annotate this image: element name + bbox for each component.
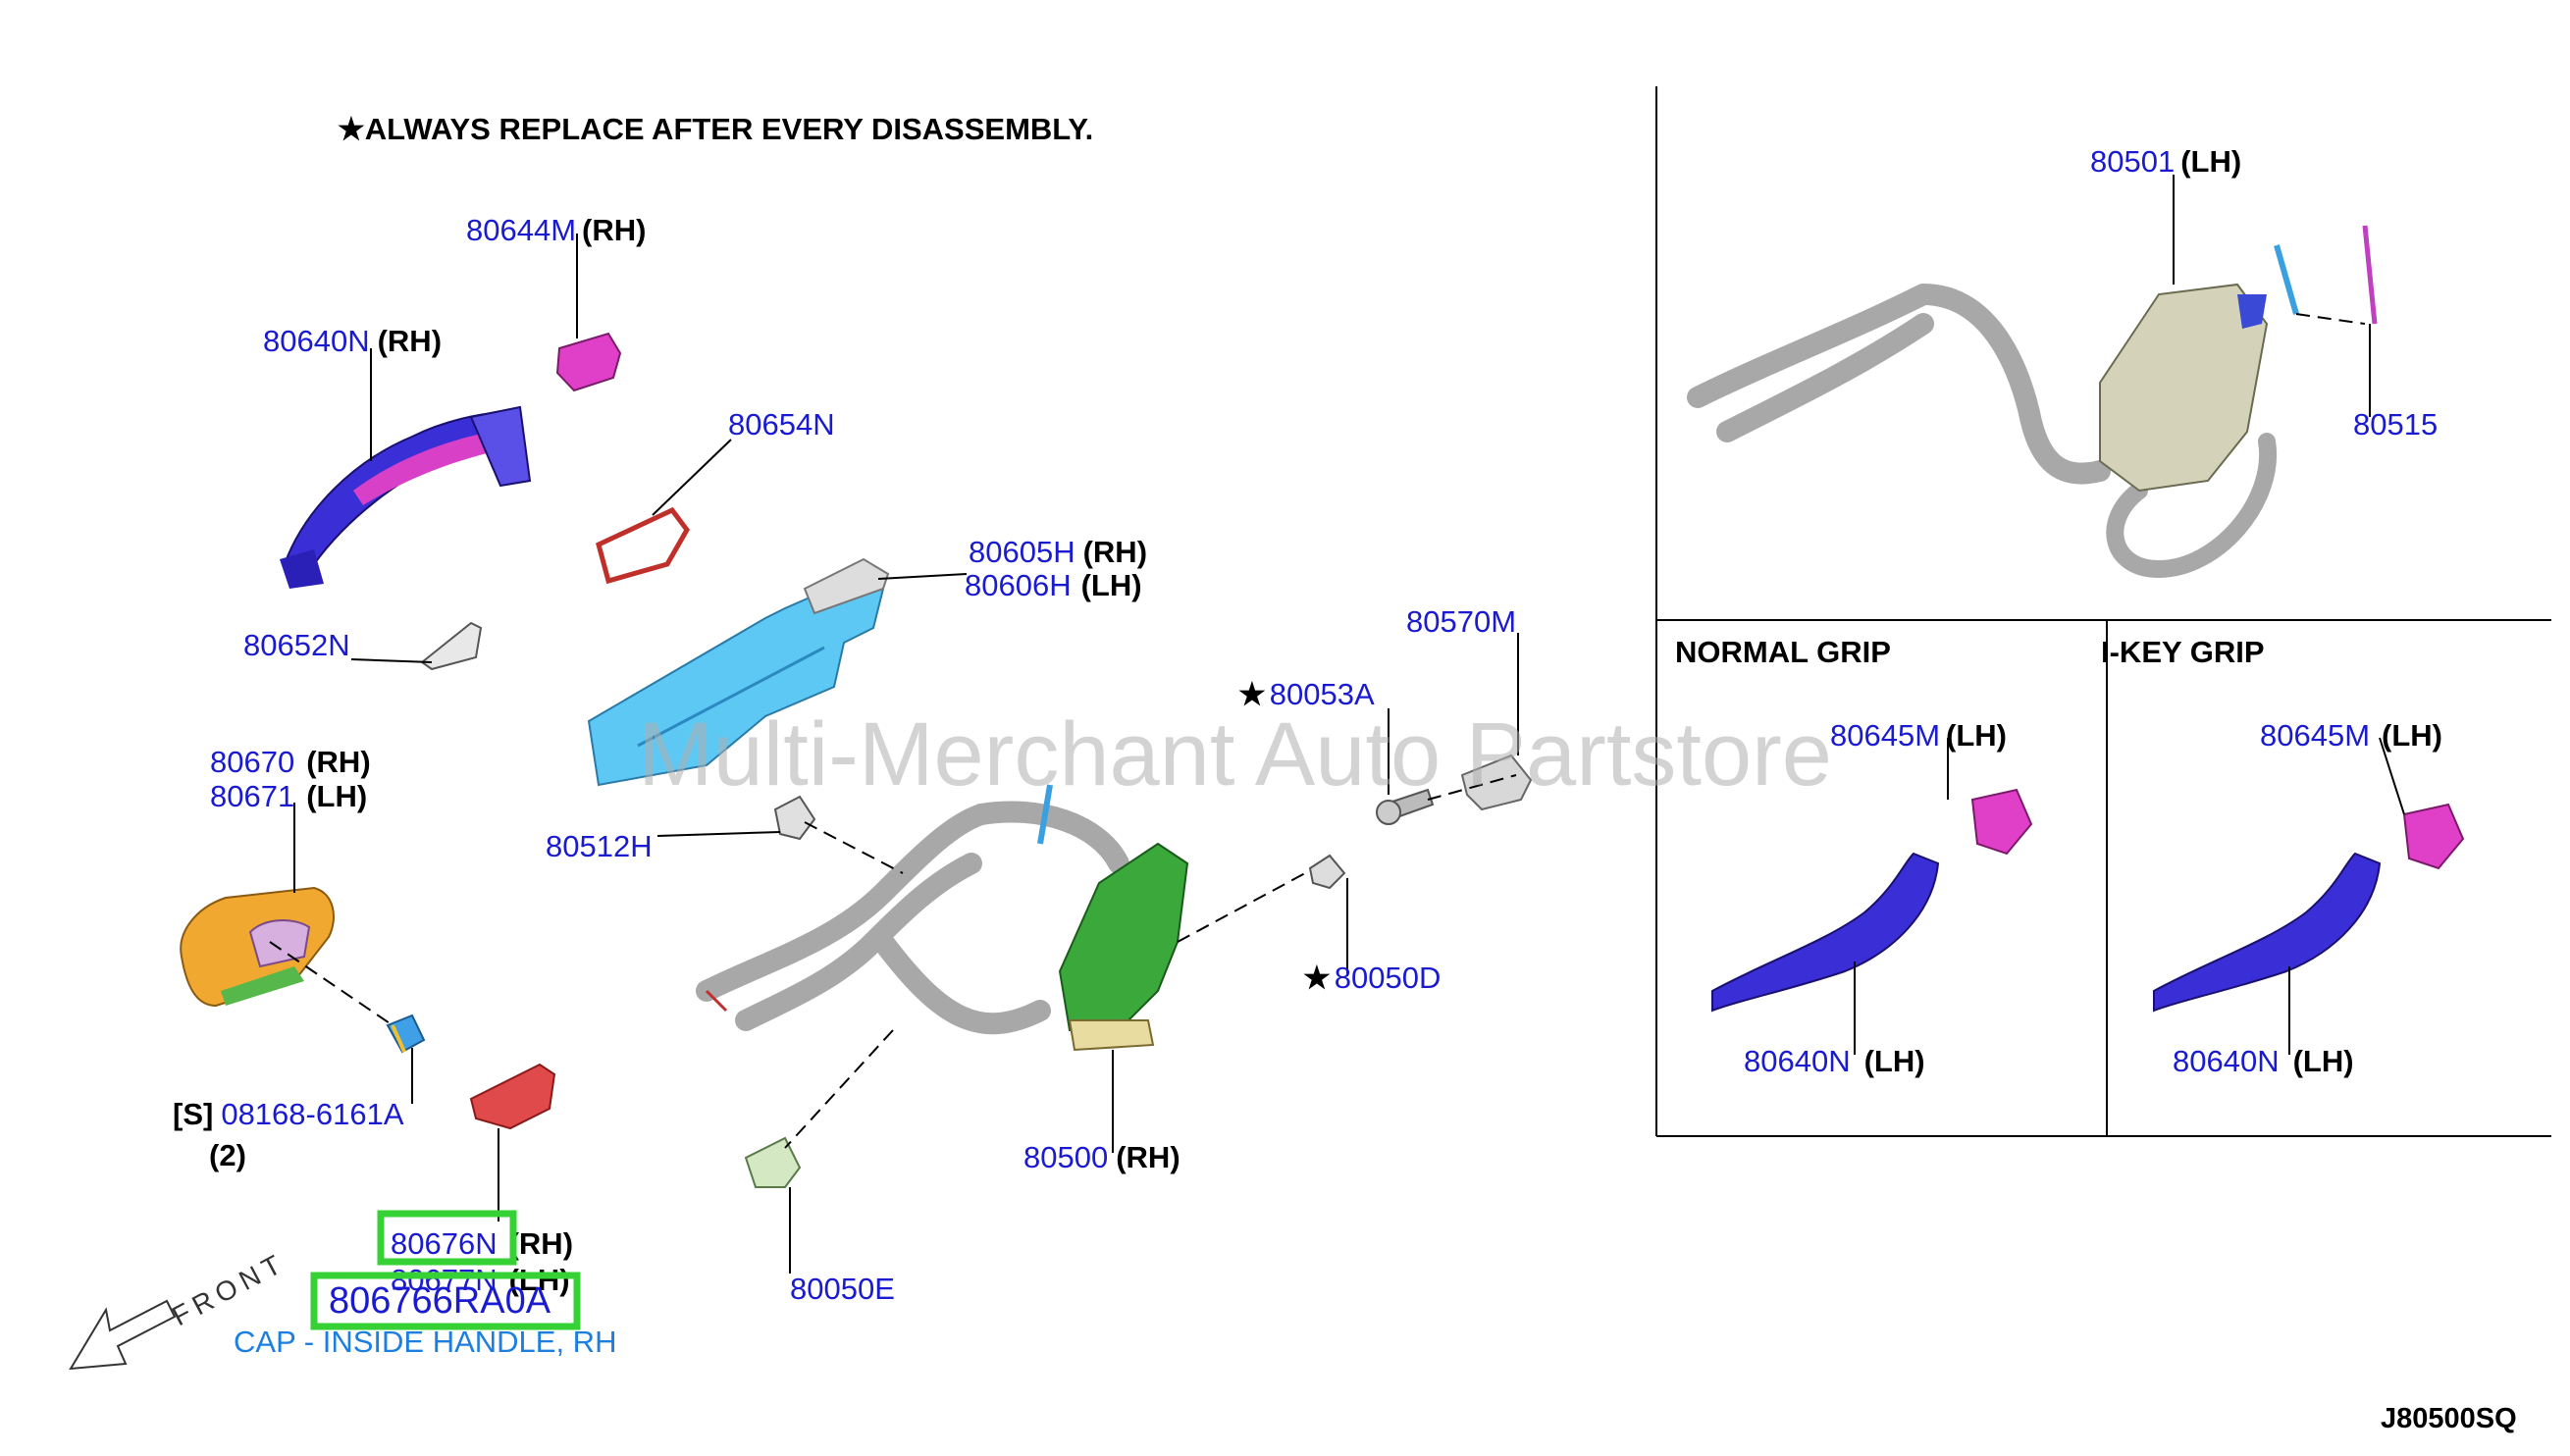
callout-80640n-normal[interactable]: 80640N(LH) [1744,1044,1925,1078]
callout-08168-6161a[interactable]: [S]08168-6161A [173,1097,404,1131]
panel-frames [1655,86,2551,1137]
callout-80654n[interactable]: 80654N [728,407,835,442]
callout-80605h[interactable]: 80605H(RH) [969,535,1147,569]
callout-80500[interactable]: 80500(RH) [1023,1140,1180,1174]
part-80501-door-lock-lh[interactable] [1687,225,2378,579]
part-80640n-ikey-grip-handle[interactable] [2153,803,2465,1013]
highlight-box-80676n [377,1210,517,1266]
callout-80645m-ikey[interactable]: 80645M(LH) [2260,718,2442,753]
part-80640n-outside-handle-rh[interactable] [280,405,532,589]
part-80053a-bolt[interactable] [1376,788,1435,825]
panel-title-ikey-grip: I-KEY GRIP [2101,635,2265,669]
callout-80644m[interactable]: 80644M(RH) [466,213,646,247]
selected-part-description: CAP - INSIDE HANDLE, RH [234,1325,616,1359]
highlight-box-selected-part [310,1272,581,1330]
callout-80515[interactable]: 80515 [2353,407,2438,442]
note-text: ★ALWAYS REPLACE AFTER EVERY DISASSEMBLY. [338,112,1093,146]
callout-80640n-rh[interactable]: 80640N(RH) [263,324,442,358]
front-label: FRONT [167,1247,290,1332]
part-80500-door-lock-rh[interactable] [696,784,1189,1052]
callout-08168-count: (2) [209,1138,246,1172]
part-08168-screw[interactable] [386,1014,426,1054]
part-80050d[interactable] [1308,854,1346,890]
callout-80670[interactable]: 80670(RH) [210,745,371,779]
part-80652n[interactable] [420,621,483,671]
callout-80606h[interactable]: 80606H(LH) [965,568,1142,602]
callout-80570m[interactable]: 80570M [1406,604,1516,639]
part-80644m-cap[interactable] [555,332,622,392]
part-80676n-cap-inside-handle[interactable] [469,1063,556,1130]
watermark-text: Multi-Merchant Auto Partstore [638,704,1832,805]
callout-80676n[interactable]: 80676N(RH) [391,1226,573,1261]
diagram-code: J80500SQ [2381,1403,2517,1434]
part-80670-inside-handle[interactable] [180,886,335,1008]
callout-80501[interactable]: 80501(LH) [2090,144,2241,179]
callout-80640n-ikey[interactable]: 80640N(LH) [2173,1044,2354,1078]
callout-80053a[interactable]: ★80053A [1238,677,1375,711]
part-80640n-normal-grip-handle[interactable] [1711,788,2033,1013]
callout-80645m-normal[interactable]: 80645M(LH) [1830,718,2007,753]
callout-80671[interactable]: 80671(LH) [210,779,367,813]
callout-80652n[interactable]: 80652N [243,628,350,662]
part-80050e[interactable] [744,1136,802,1188]
part-80570m-striker[interactable] [1460,754,1533,811]
callout-80512h[interactable]: 80512H [546,829,653,863]
part-80654n-gasket[interactable] [596,506,690,585]
part-80605h-handle-frame[interactable] [587,557,890,787]
callout-80050d[interactable]: ★80050D [1303,961,1441,995]
part-80512h-clip[interactable] [773,795,816,841]
selected-part-number[interactable]: 806766RA0A [329,1280,551,1322]
leader-lines [269,175,2405,1274]
callout-80050e[interactable]: 80050E [790,1272,895,1306]
panel-title-normal-grip: NORMAL GRIP [1675,635,1891,669]
callout-80677n[interactable]: 80677N(LH) [391,1263,570,1297]
front-arrow-icon [69,1299,177,1371]
